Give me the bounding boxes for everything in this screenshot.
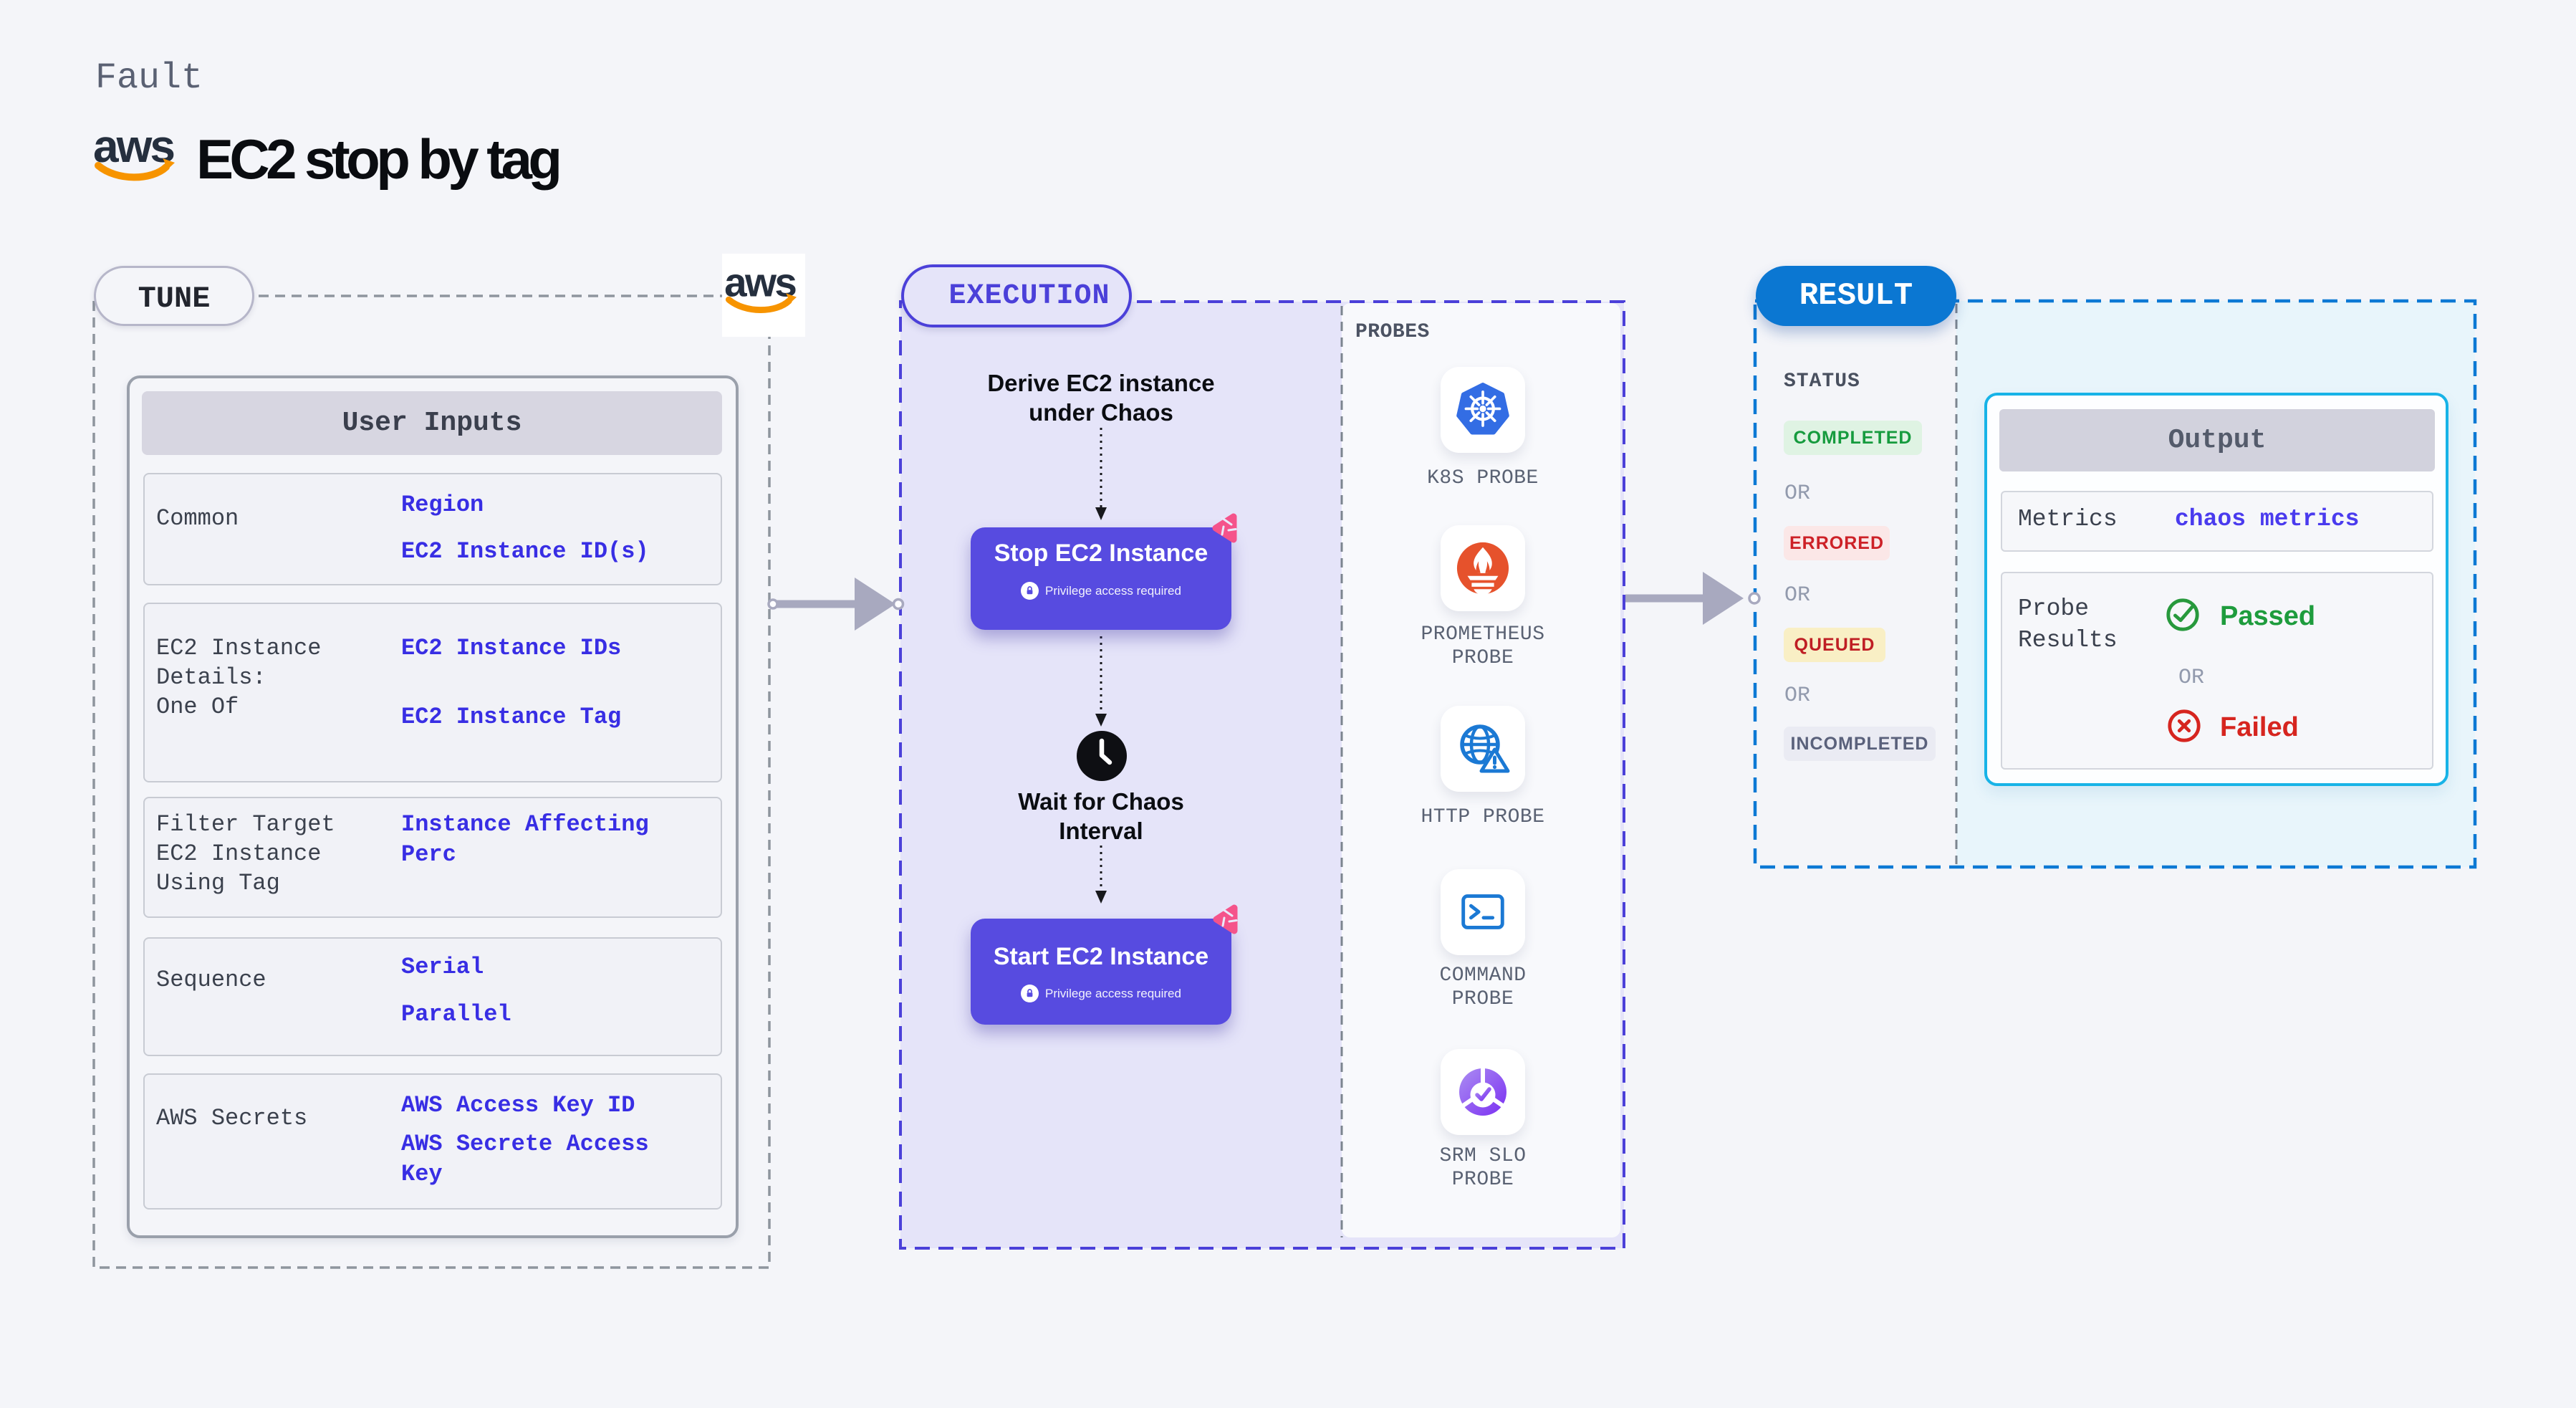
svg-text:aws: aws bbox=[724, 267, 796, 305]
svg-text:aws: aws bbox=[93, 129, 173, 172]
